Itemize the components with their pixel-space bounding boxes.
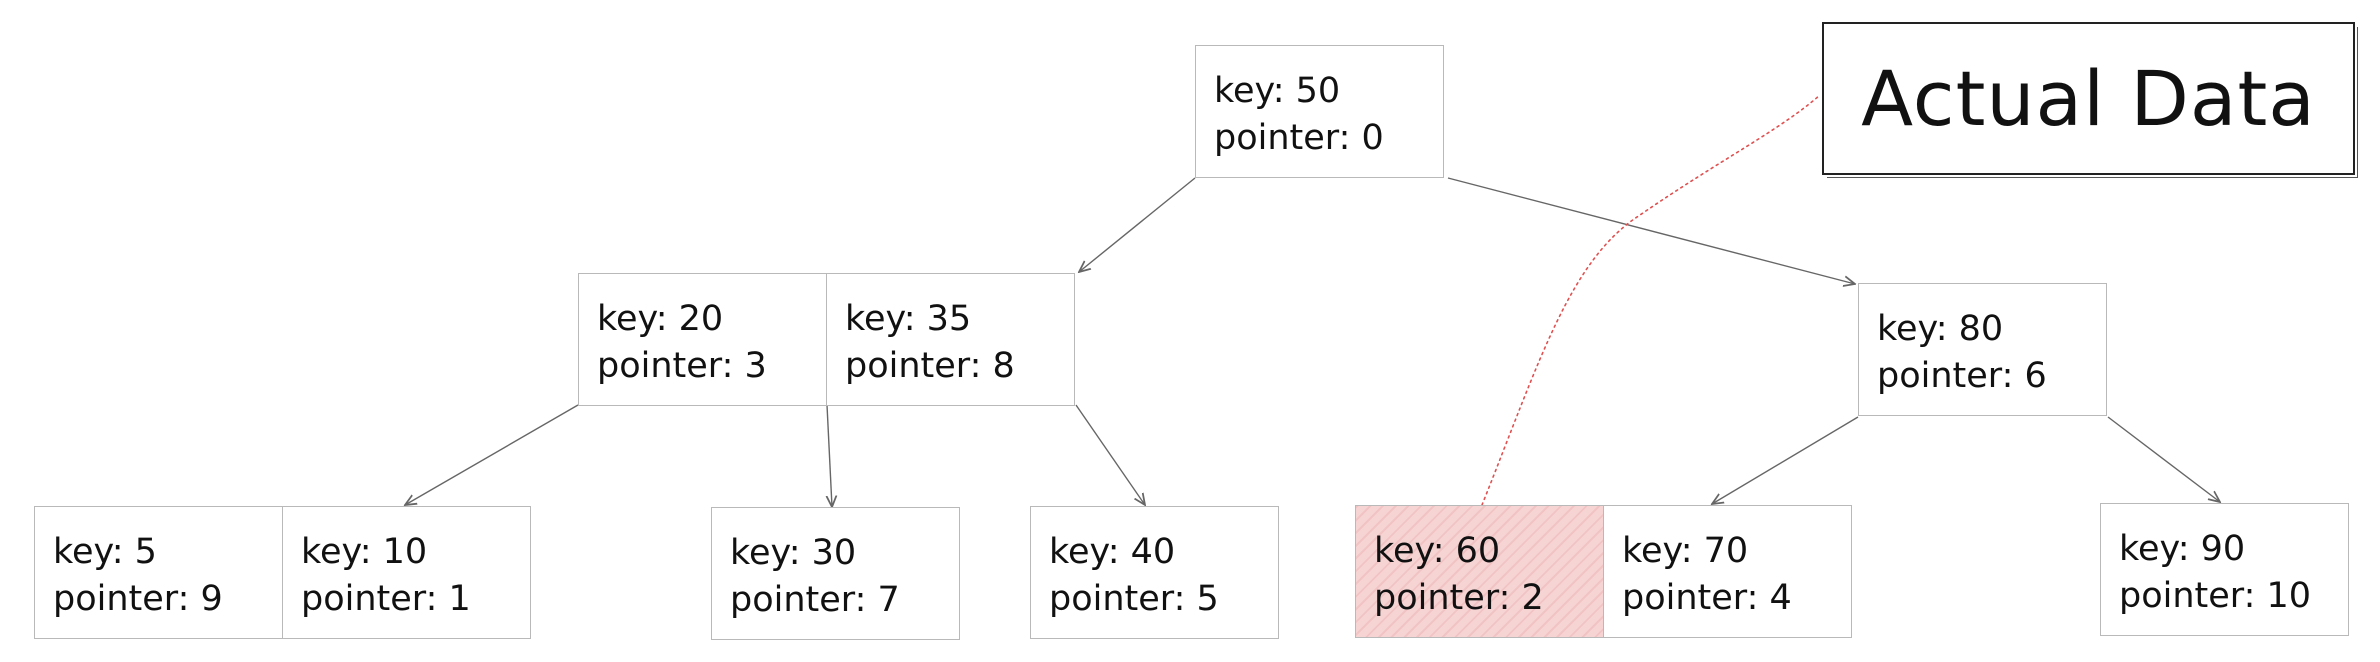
edge-root-to-internal-right [1447, 177, 1855, 284]
edge-internal-right-to-leaf-5 [2107, 416, 2220, 502]
node-entry: key: 5 pointer: 9 [34, 506, 283, 639]
entry-pointer: pointer: 9 [53, 579, 223, 619]
node-entry: key: 80 pointer: 6 [1858, 283, 2107, 416]
edge-internal-left-to-leaf-3 [1075, 404, 1145, 505]
edge-internal-right-to-leaf-4 [1712, 416, 1859, 504]
root-node: key: 50 pointer: 0 [1195, 45, 1444, 178]
node-entry: key: 35 pointer: 8 [827, 273, 1075, 406]
entry-pointer: pointer: 0 [1214, 118, 1384, 158]
internal-node-left: key: 20 pointer: 3 key: 35 pointer: 8 [578, 273, 1075, 406]
node-entry: key: 40 pointer: 5 [1030, 506, 1279, 639]
actual-data-label: Actual Data [1861, 54, 2316, 143]
entry-pointer: pointer: 7 [730, 580, 900, 620]
edge-leaf-to-actual-data [1481, 94, 1821, 506]
entry-key: key: 60 [1374, 531, 1501, 571]
node-entry: key: 70 pointer: 4 [1604, 505, 1852, 638]
entry-key: key: 90 [2119, 529, 2246, 569]
edge-root-to-internal-left [1079, 177, 1196, 272]
node-entry: key: 10 pointer: 1 [283, 506, 531, 639]
entry-key: key: 40 [1049, 532, 1176, 572]
entry-key: key: 5 [53, 532, 157, 572]
leaf-node-3: key: 40 pointer: 5 [1030, 506, 1279, 639]
entry-key: key: 35 [845, 299, 972, 339]
node-entry: key: 20 pointer: 3 [578, 273, 827, 406]
entry-pointer: pointer: 6 [1877, 356, 2047, 396]
leaf-node-2: key: 30 pointer: 7 [711, 507, 960, 640]
leaf-node-5: key: 90 pointer: 10 [2100, 503, 2349, 636]
entry-key: key: 10 [301, 532, 428, 572]
leaf-node-1: key: 5 pointer: 9 key: 10 pointer: 1 [34, 506, 531, 639]
edge-internal-left-to-leaf-2 [827, 404, 832, 507]
actual-data-box: Actual Data [1822, 22, 2358, 178]
edge-internal-left-to-leaf-1 [405, 404, 579, 505]
entry-key: key: 30 [730, 533, 857, 573]
leaf-node-4: key: 60 pointer: 2 key: 70 pointer: 4 [1355, 505, 1852, 638]
node-entry: key: 50 pointer: 0 [1195, 45, 1444, 178]
internal-node-right: key: 80 pointer: 6 [1858, 283, 2107, 416]
entry-key: key: 80 [1877, 309, 2004, 349]
entry-pointer: pointer: 5 [1049, 579, 1219, 619]
entry-pointer: pointer: 1 [301, 579, 471, 619]
entry-key: key: 70 [1622, 531, 1749, 571]
node-entry-highlighted: key: 60 pointer: 2 [1355, 505, 1604, 638]
entry-key: key: 20 [597, 299, 724, 339]
entry-pointer: pointer: 2 [1374, 578, 1544, 618]
node-entry: key: 30 pointer: 7 [711, 507, 960, 640]
node-entry: key: 90 pointer: 10 [2100, 503, 2349, 636]
entry-pointer: pointer: 8 [845, 346, 1015, 386]
entry-key: key: 50 [1214, 71, 1341, 111]
entry-pointer: pointer: 4 [1622, 578, 1792, 618]
entry-pointer: pointer: 3 [597, 346, 767, 386]
entry-pointer: pointer: 10 [2119, 576, 2312, 616]
